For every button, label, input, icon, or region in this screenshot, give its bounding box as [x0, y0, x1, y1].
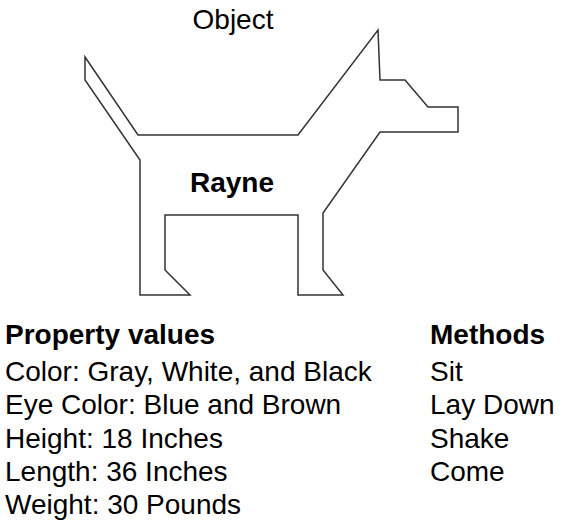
dog-outline — [78, 4, 468, 300]
object-name: Rayne — [190, 167, 274, 199]
label-holder: Shake — [430, 423, 509, 455]
label-holder: Length: 36 Inches — [5, 456, 228, 488]
method-name: Sit — [430, 356, 463, 388]
property-value: Height: 18 Inches — [5, 423, 223, 455]
text-holder: Rayne — [190, 167, 274, 199]
property-value: Weight: 30 Pounds — [5, 489, 241, 521]
property-heading: Property values — [5, 319, 215, 351]
label-holder: Lay Down — [430, 389, 555, 421]
object-heading: Object — [193, 4, 274, 36]
method-name: Shake — [430, 423, 509, 455]
label-holder: Methods — [430, 319, 545, 351]
label-holder: Come — [430, 456, 505, 488]
label-holder: Weight: 30 Pounds — [5, 489, 241, 521]
label-holder: Property values — [5, 319, 215, 351]
label-holder: Color: Gray, White, and Black — [5, 356, 372, 388]
method-name: Lay Down — [430, 389, 555, 421]
label-holder: Sit — [430, 356, 463, 388]
label-holder: Height: 18 Inches — [5, 423, 223, 455]
property-value: Eye Color: Blue and Brown — [5, 389, 341, 421]
method-name: Come — [430, 456, 505, 488]
property-value: Length: 36 Inches — [5, 456, 228, 488]
object-node: ObjectRayne — [78, 4, 468, 300]
label-holder: Eye Color: Blue and Brown — [5, 389, 341, 421]
text-holder: Object — [193, 4, 274, 36]
methods-heading: Methods — [430, 319, 545, 351]
property-value: Color: Gray, White, and Black — [5, 356, 372, 388]
dog-outline-path — [85, 30, 458, 295]
